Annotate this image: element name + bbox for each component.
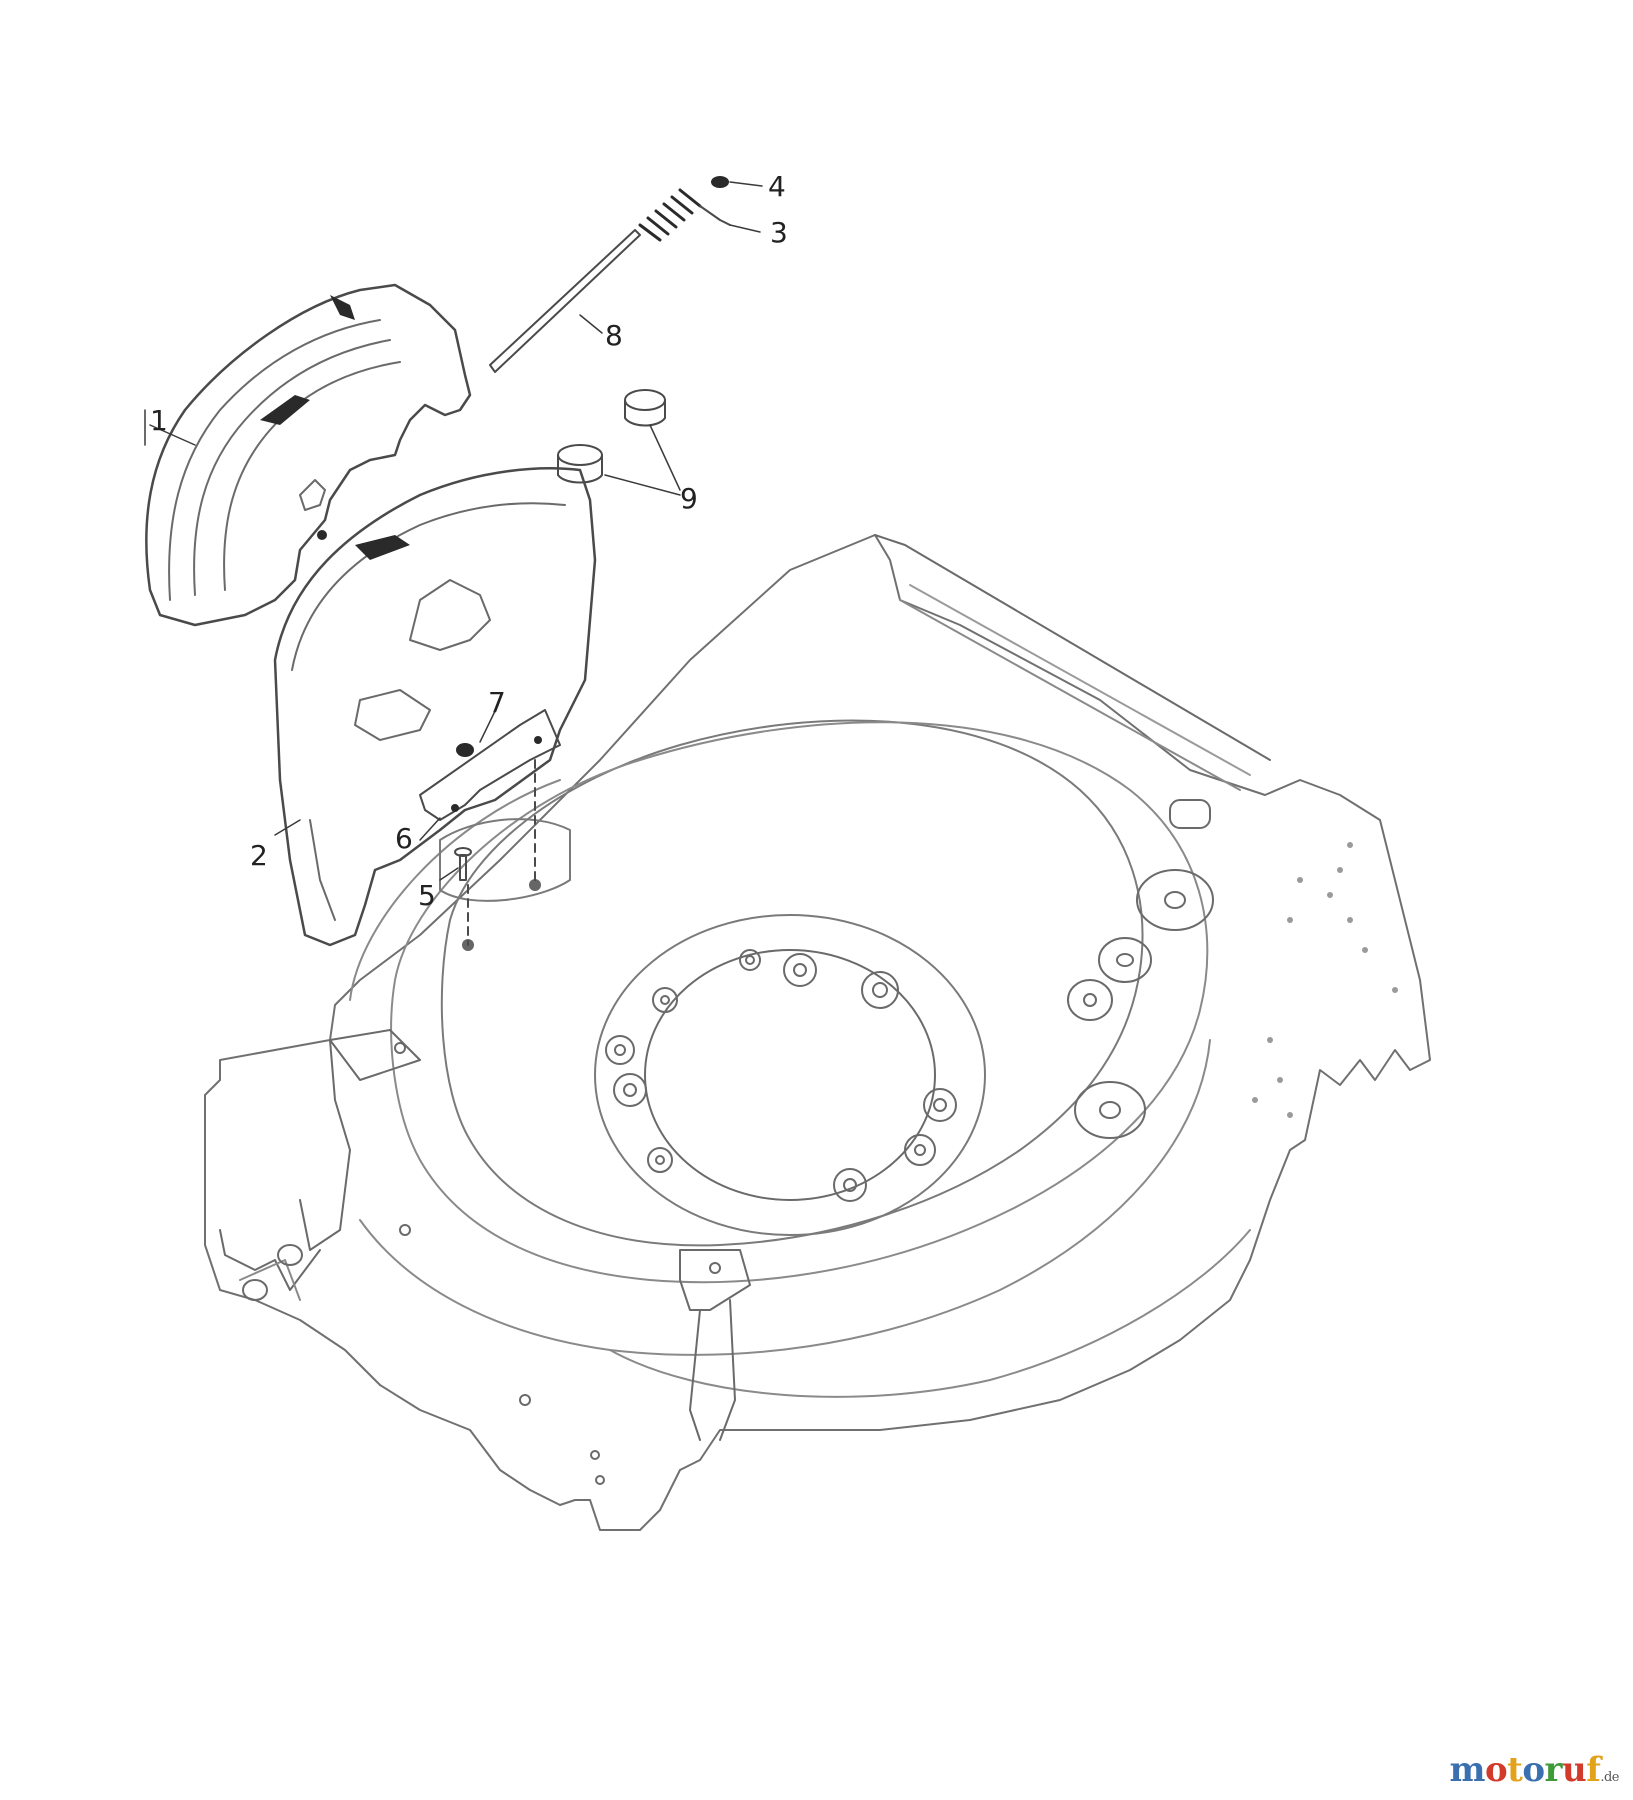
- mower-deck: [204, 534, 1431, 1531]
- callout-4: 4: [768, 170, 786, 203]
- watermark-logo: motoruf.de: [1449, 1750, 1619, 1790]
- rear-flap-lower: [273, 467, 597, 947]
- watermark-letter: o: [1522, 1750, 1545, 1790]
- watermark-letter: m: [1449, 1750, 1485, 1790]
- leader-lines: [144, 181, 763, 881]
- hinge-rod-assembly: [489, 176, 731, 373]
- watermark-letter: o: [1484, 1750, 1508, 1790]
- rear-flap-upper: [145, 283, 472, 627]
- watermark-letter: t: [1507, 1750, 1523, 1790]
- callout-5: 5: [418, 879, 436, 912]
- callout-3: 3: [770, 216, 788, 249]
- watermark-letter: r: [1544, 1750, 1563, 1790]
- watermark-letter: u: [1561, 1750, 1587, 1790]
- callout-labels: 1 2 3 4 5 6 7 8 9: [150, 170, 788, 912]
- callout-2: 2: [250, 839, 268, 872]
- caps: [557, 389, 666, 484]
- callout-8: 8: [605, 319, 623, 352]
- callout-6: 6: [395, 822, 413, 855]
- callout-1: 1: [150, 404, 168, 437]
- callout-9: 9: [680, 482, 698, 515]
- watermark-suffix: .de: [1600, 1770, 1619, 1785]
- callout-7: 7: [488, 686, 506, 719]
- watermark-letters: motoruf: [1449, 1750, 1600, 1790]
- watermark-letter: f: [1586, 1750, 1601, 1790]
- flap-bracket: [419, 709, 561, 946]
